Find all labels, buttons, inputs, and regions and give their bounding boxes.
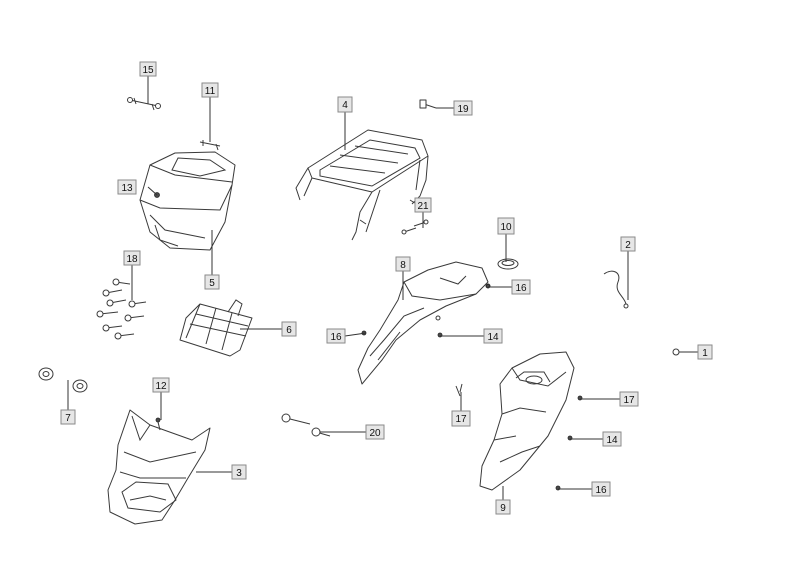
leader-lines [67, 76, 698, 500]
part-5-luggage-box-drawing [139, 151, 236, 251]
part-20-bolts-drawing [281, 413, 331, 437]
callout-4: 4 [337, 96, 353, 113]
part-8-center-cover-drawing [357, 261, 491, 385]
callout-14-b: 14 [602, 431, 622, 447]
part-3-front-cover-drawing [107, 409, 211, 525]
part-6-frame-bracket-drawing [179, 299, 253, 357]
callout-1-label: 1 [702, 348, 708, 359]
callout-3-label: 3 [236, 468, 242, 479]
callout-4-label: 4 [342, 100, 348, 111]
callout-15: 15 [139, 61, 157, 77]
callout-5-label: 5 [209, 278, 215, 289]
callout-18: 18 [123, 250, 141, 266]
callout-17-b-label: 17 [623, 395, 635, 406]
callout-8: 8 [395, 256, 411, 272]
callout-labels: 15 11 13 5 18 6 7 12 [60, 61, 713, 515]
part-4-rear-carrier-drawing [295, 129, 429, 241]
part-18-bolt-set-drawing [96, 278, 147, 340]
part-17-pin-drawing [455, 383, 463, 397]
callout-6-label: 6 [286, 325, 292, 336]
part-2-cable-drawing [603, 270, 629, 309]
callout-16-c: 16 [591, 481, 611, 497]
callout-16-b-label: 16 [330, 332, 342, 343]
callout-15-label: 15 [142, 65, 154, 76]
callout-18-label: 18 [126, 254, 138, 265]
callout-20-label: 20 [369, 428, 381, 439]
callout-14-a-label: 14 [487, 332, 499, 343]
callout-21-label: 21 [417, 201, 429, 212]
callout-6: 6 [281, 321, 297, 337]
callout-9-label: 9 [500, 503, 506, 514]
callout-17-b: 17 [619, 391, 639, 407]
callout-11: 11 [201, 82, 219, 98]
callout-16-a-label: 16 [515, 283, 527, 294]
callout-7-label: 7 [65, 413, 71, 424]
callout-9: 9 [495, 499, 511, 515]
callout-16-b: 16 [326, 328, 346, 344]
callout-20: 20 [365, 424, 385, 440]
callout-3: 3 [231, 464, 247, 480]
callout-10: 10 [497, 217, 515, 235]
callout-21: 21 [414, 197, 432, 213]
callout-14-a: 14 [483, 328, 503, 344]
part-19-bolt-drawing [419, 99, 437, 109]
callout-13: 13 [117, 179, 137, 195]
callout-12: 12 [152, 377, 170, 393]
callout-2-label: 2 [625, 240, 631, 251]
callout-19: 19 [453, 100, 473, 116]
callout-17-a: 17 [451, 410, 471, 427]
part-10-cap-drawing [497, 258, 519, 270]
callout-16-c-label: 16 [595, 485, 607, 496]
part-7-bushings-drawing [38, 367, 88, 393]
part-9-side-cover-drawing [479, 351, 575, 491]
callout-8-label: 8 [400, 260, 406, 271]
callout-16-a: 16 [511, 279, 531, 295]
callout-1: 1 [697, 344, 713, 360]
callout-5: 5 [204, 274, 220, 290]
callout-12-label: 12 [155, 381, 167, 392]
callout-11-label: 11 [205, 86, 216, 97]
part-15-bracket-drawing [127, 97, 161, 111]
callout-14-b-label: 14 [606, 435, 618, 446]
part-12-screw-drawing [155, 417, 161, 431]
callout-10-label: 10 [500, 222, 512, 233]
callout-19-label: 19 [457, 104, 469, 115]
callout-7: 7 [60, 409, 76, 425]
part-21-bolts-drawing [401, 219, 429, 235]
part-11-clip-drawing [199, 140, 221, 151]
callout-2: 2 [620, 236, 636, 252]
callout-13-label: 13 [121, 183, 133, 194]
callout-17-a-label: 17 [455, 414, 467, 425]
